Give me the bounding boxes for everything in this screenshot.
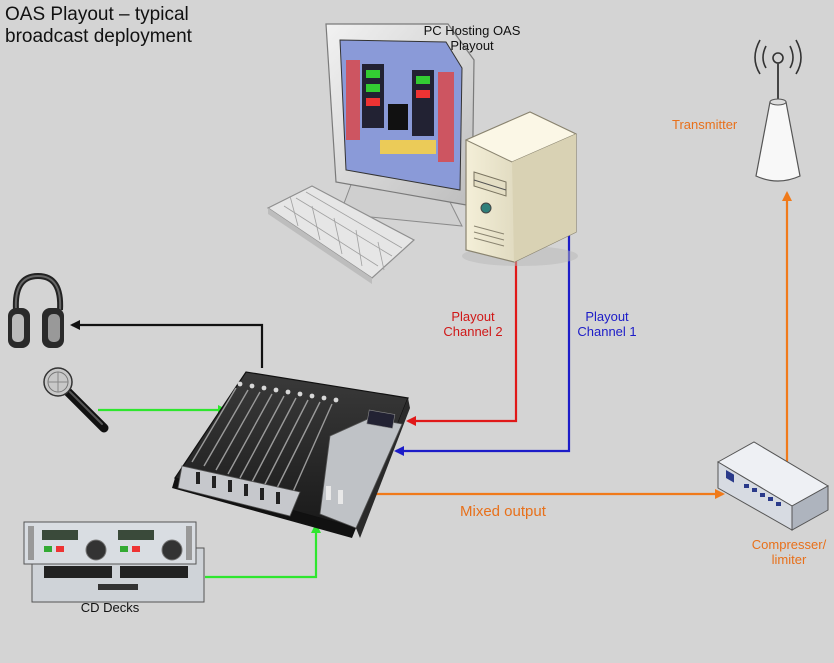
pc-label-line-2: Playout	[450, 37, 494, 53]
keyboard-icon	[266, 185, 416, 284]
playout-channel-1-label-line-1: Playout	[585, 309, 629, 324]
page-title: OAS Playout – typical broadcast deployme…	[5, 4, 192, 48]
cd-decks-connection-line	[205, 523, 321, 579]
playout-channel-2-label-line-1: Playout	[451, 309, 495, 324]
playout-channel-1-label: Playout Channel 1	[572, 309, 642, 340]
transmitter-label: Transmitter	[672, 117, 738, 132]
headphones-icon	[8, 272, 64, 348]
mixed-output-label: Mixed output	[460, 503, 546, 520]
playout-channel-2-label-line-2: Channel 2	[443, 323, 503, 339]
compressor-icon	[716, 441, 830, 531]
mixer-icon	[172, 371, 410, 538]
headphones-connection-line	[70, 320, 264, 368]
playout-channel-1-line	[394, 232, 571, 456]
playout-channel-2-label: Playout Channel 2	[438, 309, 508, 340]
compressor-label-line-2: limiter	[771, 551, 807, 567]
title-line-2: broadcast deployment	[5, 25, 192, 47]
monitor-icon	[325, 23, 475, 227]
microphone-icon	[43, 367, 109, 433]
title-line-1: OAS Playout – typical	[5, 4, 189, 25]
cd-decks-label: CD Decks	[80, 600, 140, 615]
pc-tower-icon	[462, 111, 578, 266]
compressor-label-line-1: Compresser/	[751, 537, 827, 552]
compressor-label: Compresser/ limiter	[744, 537, 834, 568]
pc-label: PC Hosting OAS Playout	[410, 23, 534, 54]
pc-label-line-1: PC Hosting OAS	[423, 23, 521, 38]
playout-channel-1-label-line-2: Channel 1	[577, 323, 637, 339]
cd-decks-icon	[23, 521, 205, 603]
playout-channel-2-line	[406, 260, 518, 426]
transmitter-icon	[754, 39, 802, 182]
